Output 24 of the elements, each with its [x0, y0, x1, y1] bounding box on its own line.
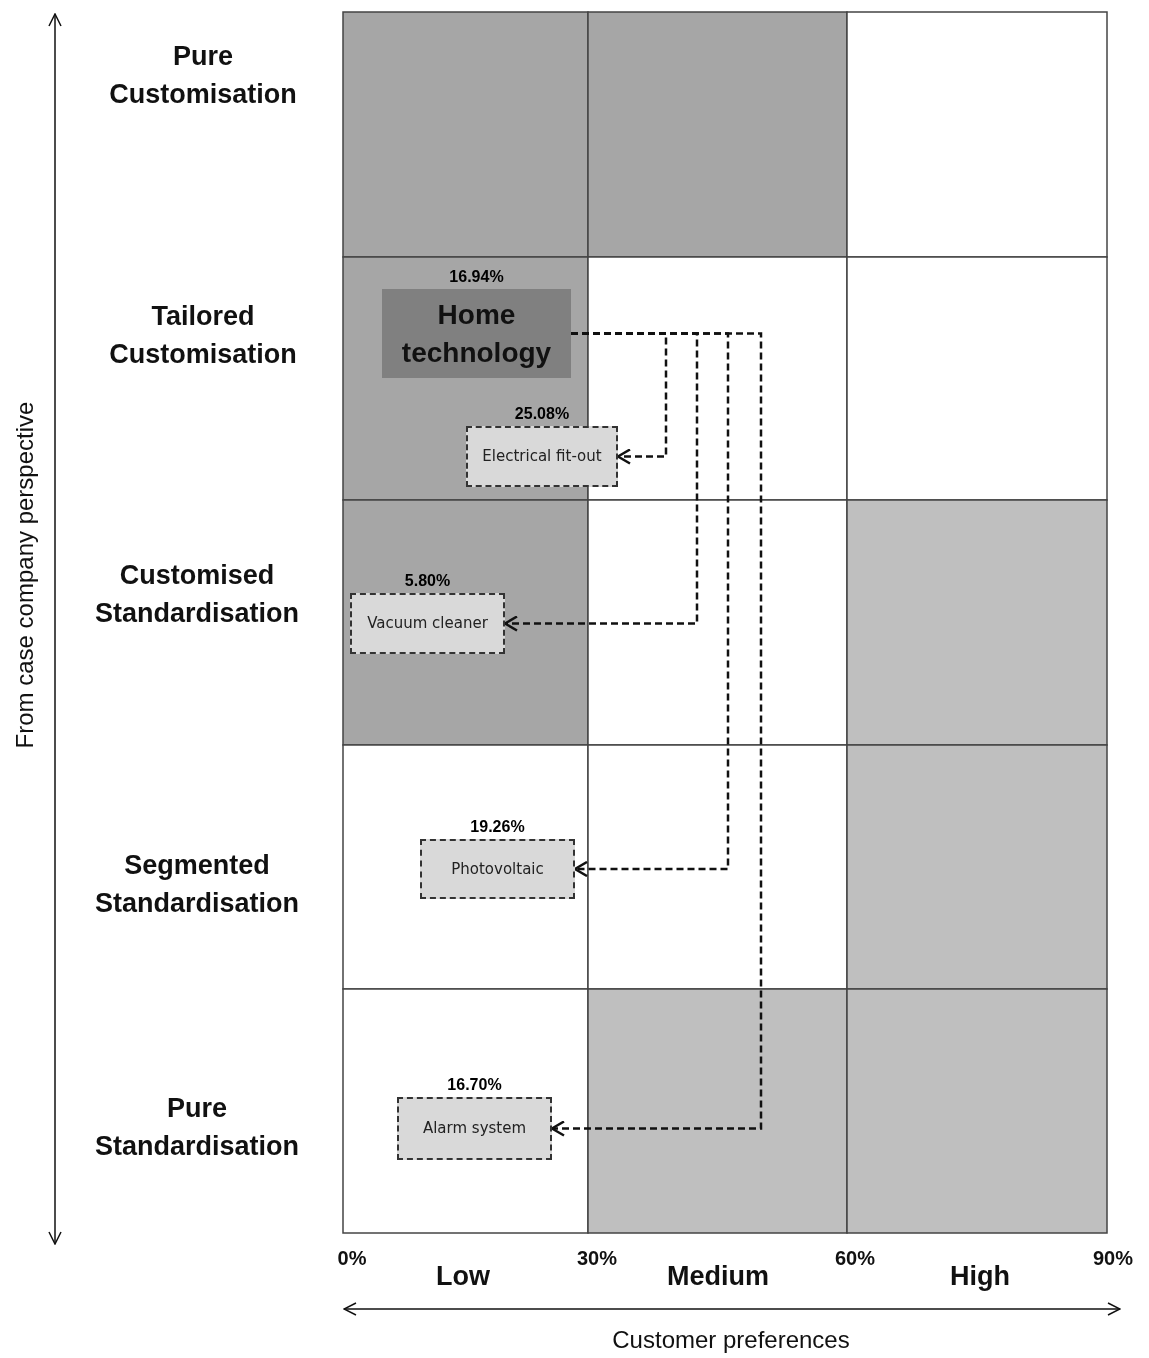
tick-label: 60%: [835, 1246, 875, 1270]
axis-title: Customer preferences: [612, 1326, 850, 1354]
percentage-label: 5.80%: [403, 572, 452, 590]
product-box: Electrical fit-out: [466, 426, 618, 487]
column-label: High: [950, 1260, 1010, 1292]
category-box: Home technology: [382, 289, 571, 378]
percentage-label: 16.94%: [448, 268, 505, 286]
percentage-label: 16.70%: [446, 1076, 503, 1094]
row-label: Tailored Customisation: [108, 300, 298, 371]
percentage-label: 25.08%: [513, 405, 571, 423]
product-box: Vacuum cleaner: [350, 593, 505, 654]
tick-label: 30%: [577, 1246, 617, 1270]
tick-label: 0%: [337, 1246, 367, 1270]
row-label: Pure Standardisation: [94, 1092, 300, 1163]
axis-title: From case company perspective: [11, 401, 39, 749]
percentage-label: 19.26%: [469, 818, 526, 836]
row-label: Customised Standardisation: [94, 559, 300, 630]
row-label: Segmented Standardisation: [94, 849, 300, 920]
column-label: Medium: [667, 1260, 769, 1292]
tick-label: 90%: [1093, 1246, 1133, 1270]
row-label: Pure Customisation: [108, 40, 298, 111]
column-label: Low: [436, 1260, 490, 1292]
product-box: Alarm system: [397, 1097, 552, 1160]
product-box: Photovoltaic: [420, 839, 575, 899]
